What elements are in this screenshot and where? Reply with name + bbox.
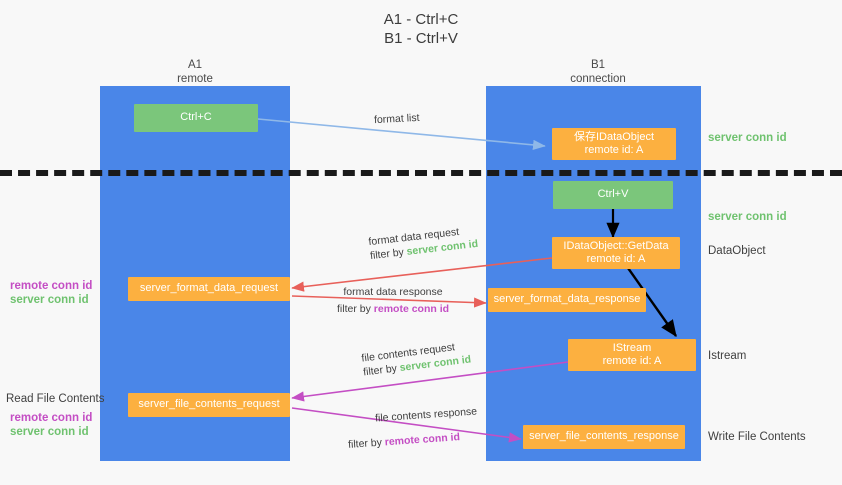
node-server-file-contents-response[interactable]: server_file_contents_response [523,425,685,449]
node-server-file-contents-request[interactable]: server_file_contents_request [128,393,290,417]
edge-label-file-contents-response-text: file contents response [374,405,478,425]
title-line-2: B1 - Ctrl+V [384,30,458,47]
right-label-server-conn-id-1: server conn id [708,132,787,144]
node-idataobject-getdata-label: IDataObject::GetData [563,239,669,252]
node-save-idataobject-label: 保存IDataObject [573,130,655,143]
right-label-server-conn-id-2: server conn id [708,211,787,223]
right-label-dataobject: DataObject [708,245,766,257]
node-ctrl-c[interactable]: Ctrl+C [134,104,258,132]
edge-label-file-contents-response-filter-prefix: filter by [347,436,386,451]
node-server-file-contents-response-label: server_file_contents_response [529,430,679,443]
node-save-idataobject-remote-id: remote id: A [584,144,644,156]
node-istream-remote-id: remote id: A [602,355,662,367]
column-header-b1-sub: connection [570,73,626,85]
node-server-file-contents-request-label: server_file_contents_request [138,398,280,411]
node-ctrl-v[interactable]: Ctrl+V [553,181,673,209]
edge-label-format-data-response: format data response filter by remote co… [337,285,449,316]
column-header-a1-name: A1 [187,59,203,71]
edge-label-format-data-response-filter: filter by remote conn id [337,299,449,316]
diagram-title: A1 - Ctrl+C B1 - Ctrl+V [0,10,842,48]
left-label-server-conn-id-1: server conn id [10,294,89,306]
edge-label-format-data-response-text: format data response [343,286,443,298]
node-save-idataobject[interactable]: 保存IDataObject remote id: A [552,128,676,160]
node-idataobject-getdata[interactable]: IDataObject::GetData remote id: A [552,237,680,269]
node-server-format-data-request-label: server_format_data_request [139,282,279,295]
right-label-istream: Istream [708,350,747,362]
edge-label-format-data-response-filter-prefix: filter by [337,303,374,315]
left-label-remote-conn-id-2: remote conn id [10,412,93,424]
edge-label-format-list-text: format list [373,111,420,127]
column-header-b1: B1 connection [528,58,668,86]
node-istream-label: IStream [612,341,652,354]
edge-label-file-contents-response: file contents response [375,404,478,425]
node-ctrl-c-label: Ctrl+C [180,111,212,124]
right-label-write-file-contents: Write File Contents [708,431,806,443]
edge-label-format-list: format list [374,111,420,127]
left-label-remote-conn-id-1: remote conn id [10,280,93,292]
edge-label-file-contents-request-filter-prefix: filter by [362,362,401,379]
column-header-a1: A1 remote [125,58,265,86]
phase-divider [0,170,842,176]
edge-label-format-data-request: format data request filter by server con… [368,223,479,263]
node-server-format-data-response[interactable]: server_format_data_response [488,288,646,312]
node-ctrl-v-label: Ctrl+V [597,188,629,201]
node-server-format-data-response-label: server_format_data_response [493,293,641,306]
title-line-1: A1 - Ctrl+C [383,11,459,28]
column-header-b1-name: B1 [590,59,606,71]
edge-label-file-contents-request: file contents request filter by server c… [361,338,472,379]
node-server-format-data-request[interactable]: server_format_data_request [128,277,290,301]
edge-label-file-contents-response-filter: filter by remote conn id [348,430,461,452]
left-label-server-conn-id-2: server conn id [10,426,89,438]
edge-label-format-data-request-filter-prefix: filter by [369,245,408,263]
edge-label-format-data-response-filter-value: remote conn id [373,303,450,315]
node-idataobject-getdata-remote-id: remote id: A [586,253,646,265]
node-istream[interactable]: IStream remote id: A [568,339,696,371]
column-header-a1-sub: remote [177,73,213,85]
edge-label-file-contents-response-filter-value: remote conn id [384,431,461,449]
left-label-read-file-contents: Read File Contents [6,393,105,405]
